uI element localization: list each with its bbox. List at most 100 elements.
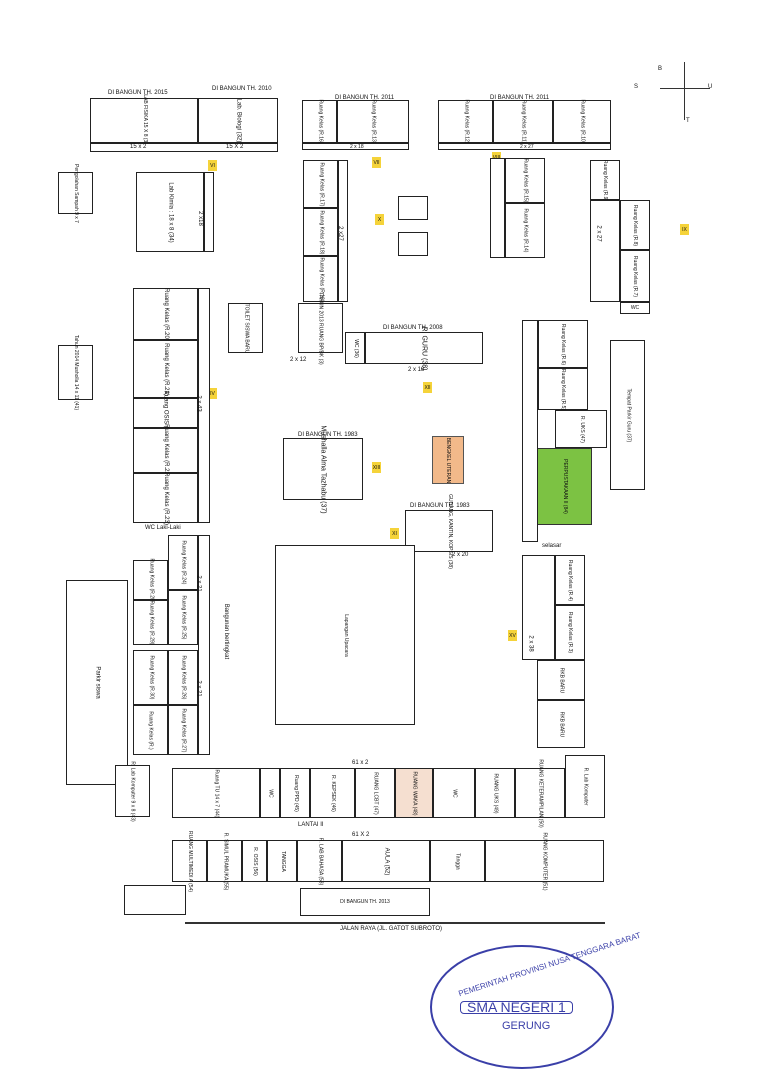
wc-right: WC (620, 302, 650, 314)
parkir-siswa: Parkir siswa (66, 580, 128, 785)
ruang-tu: Ruang TU 14 x 7 (44) (172, 768, 260, 818)
pengolahan-sampah: Pengolahan Sampah 9 x 7 (58, 164, 93, 222)
dim-top-2: 15 X 2 (226, 144, 244, 150)
built-2011-a: DI BANGUN TH. 2011 (335, 95, 395, 101)
dim-227: 2 x27 (336, 226, 343, 241)
built-1983a: DI BANGUN TH. 1983 (298, 432, 358, 438)
room-r30: Ruang Kelas (R.30) (133, 650, 168, 705)
room-r26: Ruang Kelas (R.26) (168, 650, 198, 705)
tag-vi: VI (208, 160, 217, 171)
lab-bahasa: R. LAB BAHASA (53) (297, 837, 342, 885)
corridor-218 (204, 172, 214, 252)
ruang-simul: R. SIMUL PRAMUKA (55) (207, 832, 242, 890)
corridor-top-left (90, 143, 278, 152)
room-r7: Ruang Kelas (R.7) (620, 250, 650, 302)
lapangan-upacara: Lapangan Upacara (275, 545, 415, 725)
wc-36: WC (36) (345, 332, 365, 364)
room-r27: Ruang Kelas (R.27) (168, 705, 198, 755)
compass-t: T (686, 118, 690, 124)
road-label: JALAN RAYA (JL. GATOT SUBROTO) (340, 926, 443, 932)
dim-243: 2 x 43 (195, 395, 202, 412)
ruang-komputer: RUANG KOMPUTER (51) (485, 832, 604, 890)
dim-212: 2 x 12 (290, 357, 307, 363)
ruang-bp: TAHUN 2013 RUANG BP/BK (3) (298, 292, 343, 364)
tag-xiii: XIII (372, 462, 381, 473)
compass: B S U T (634, 62, 712, 124)
building-2013-small (124, 885, 186, 915)
lab-kimia: Lab Kimia : 18 x 8 (34) (136, 172, 204, 252)
tangga-1: TANGGA (267, 840, 297, 882)
room-r3: Ruang Kelas (R.3) (555, 605, 585, 660)
ruang-waka: RUANG WAKA (48) (395, 768, 433, 818)
wc-laki: WC Laki-Laki (145, 525, 181, 531)
room-r11: Ruang Kelas (R.11) (493, 100, 553, 143)
room-r6: Ruang Kelas (R.6) (538, 320, 588, 368)
small-room-2 (398, 232, 428, 256)
room-r10: Ruang Kelas (R.10) (553, 100, 611, 143)
lab-komputer-left: R. Lab Komputer 9 x 8 (43) (115, 761, 150, 821)
musholla: Mushalla Alma Tazhabu (37) (283, 425, 363, 513)
room-r8: Ruang Kelas (R.8) (620, 200, 650, 250)
aula: AULA (52) (342, 840, 430, 882)
built-2010: DI BANGUN TH. 2010 (212, 86, 272, 92)
room-r15: Ruang Kelas (R.15) (505, 158, 545, 203)
room-r28: Ruang Kelas (R.28) (133, 558, 168, 602)
tag-x: X (375, 214, 384, 225)
toilet-siswa: TOILET SISWA BARU (228, 303, 263, 353)
ruang-uks: R. UKS (47) (555, 410, 607, 448)
school-stamp: PEMERINTAH PROVINSI NUSA TENGGARA BARAT … (430, 931, 642, 1069)
parkir-guru: Tempat Parkir Guru (37) (610, 340, 645, 490)
dim-612-b: 61 X 2 (352, 832, 370, 838)
bangunan-bertingkat: Bangunan bertingkat (223, 603, 230, 660)
compass-b: B (658, 66, 663, 72)
dim-221-b: 2 x 21 (195, 680, 202, 697)
room-r20: Ruang Kelas (R.20) (133, 288, 198, 340)
room-r19: Ruang Kelas (R.19) (303, 256, 338, 302)
built-2008: DI BANGUN TH. 2008 (383, 325, 443, 331)
corridor-right-227 (590, 200, 620, 302)
corridor-227 (338, 160, 348, 302)
compass-s: S (634, 84, 639, 90)
lab-komputer-right: R. Lab Komputer (565, 755, 605, 818)
small-room-1 (398, 196, 428, 220)
tangga-2: Tangga (430, 840, 485, 882)
tag-xi: XI (390, 528, 399, 539)
room-r29: Ruang Kelas (R.29) (133, 600, 168, 645)
room-r14: Ruang Kelas (R.14) (505, 203, 545, 258)
ruang-ppd: Ruang PPD (45) (280, 768, 310, 818)
room-r24: Ruang Kelas (R.24) (168, 535, 198, 590)
corridor-right-mid (522, 320, 538, 542)
musholla-2014: Tahun 2014 Musholla 14 x 11 (41) (58, 335, 93, 410)
dim-612-a: 61 x 2 (352, 760, 369, 766)
corridor-top-right (438, 143, 611, 150)
perpustakaan: PERPUSTAKAAN II (84) (537, 448, 592, 525)
rkb-baru-2: RKB BARU (537, 700, 585, 748)
dim-top-4: 2 x 27 (520, 144, 534, 150)
lab-biologi: Lab. Biologi (32) (198, 98, 278, 143)
lantai-ii: LANTAI II (298, 822, 324, 828)
tag-xv: XV (508, 630, 517, 641)
corridor-top-mid (302, 143, 409, 150)
ruang-lcbt: RUANG LCBT (47) (355, 768, 395, 818)
bengkel: BENGKEL UTERAN (432, 436, 464, 484)
dim-top-1: 15 x 2 (130, 144, 147, 150)
room-r12: Ruang Kelas (R.12) (438, 100, 493, 143)
wc-bottom: WC (260, 768, 280, 818)
stamp-bot-text: GERUNG (502, 1020, 551, 1032)
lab-fisika: LAB FISIKA 15 X 8 (33) (90, 94, 198, 147)
selasar: selasar (542, 543, 562, 549)
room-r17: Ruang Kelas (R.17) (303, 160, 338, 208)
corridor-243 (198, 288, 210, 523)
dim-218b: 2 x 18 (408, 367, 425, 373)
room-r31: Ruang Kelas (R.) (133, 705, 168, 755)
room-r4: Ruang Kelas (R.4) (555, 555, 585, 605)
ruang-keterampilan: RUANG KETERAMPILAN (50) (515, 759, 565, 827)
stamp-top-text: PEMERINTAH PROVINSI NUSA TENGGARA BARAT (457, 930, 642, 999)
road-line (185, 922, 605, 924)
stamp-mid-text: SMA NEGERI 1 (460, 1000, 573, 1014)
wc-bottom-2: WC (433, 768, 475, 818)
ruang-guru: R. GURU (38) (365, 326, 483, 370)
gudang: GUDANG, KANTIN, KOPSIS (38) (405, 494, 493, 568)
ruang-multimedia: RUANG MULTIMEDI A (54) (172, 830, 207, 892)
